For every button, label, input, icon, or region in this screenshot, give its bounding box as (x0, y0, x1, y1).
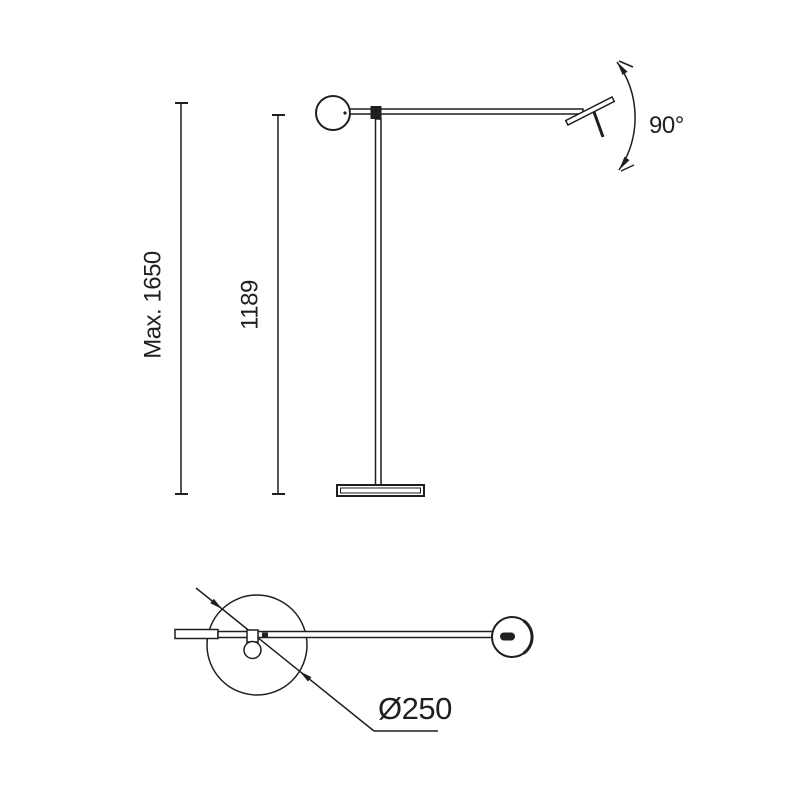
plan-center-joint (246, 629, 259, 643)
side-elevation-view: Max. 1650 1189 (140, 60, 684, 497)
plan-arm-tip (500, 632, 515, 641)
max-height-label: Max. 1650 (140, 251, 167, 359)
base-outer-outline (336, 484, 425, 497)
diameter-dimension-line (195, 587, 375, 732)
plan-view: Ø250 (174, 587, 534, 732)
rotation-arrow-up-icon (617, 62, 628, 75)
arm-pole-joint (370, 106, 382, 119)
head-rotation-label: 90° (649, 112, 684, 139)
diameter-arrow-lower-icon (299, 671, 312, 682)
diameter-arrow-upper-icon (210, 598, 223, 610)
head-bar (564, 95, 616, 127)
lamp-head (564, 95, 616, 138)
plan-arm-screw (262, 632, 268, 638)
head-rotation-annotation: 90° (616, 60, 684, 172)
rotation-arrow-down-icon (619, 156, 630, 170)
base-diameter-label: Ø250 (378, 691, 452, 726)
arm-height-dimension: 1189 (237, 114, 285, 495)
plan-arm (217, 630, 507, 639)
rotation-arc-bottom-tick (620, 164, 635, 172)
max-height-dimension: Max. 1650 (140, 102, 188, 495)
counterweight-pivot-dot (343, 111, 347, 115)
rotation-arc (616, 61, 636, 171)
head-stem (592, 111, 605, 138)
rotation-arc-top-tick (618, 60, 634, 68)
lamp-pole (374, 118, 382, 486)
base-diameter-dimension: Ø250 (195, 587, 453, 732)
lamp-arm (349, 108, 584, 115)
plan-arm-end-cap (174, 628, 219, 640)
base-inner-outline (340, 487, 421, 494)
arm-height-label: 1189 (237, 280, 264, 330)
plan-head-edge-thickness (522, 619, 534, 655)
plan-head (491, 616, 534, 658)
lamp-base-side (336, 484, 425, 497)
plan-center-knob (243, 640, 262, 660)
